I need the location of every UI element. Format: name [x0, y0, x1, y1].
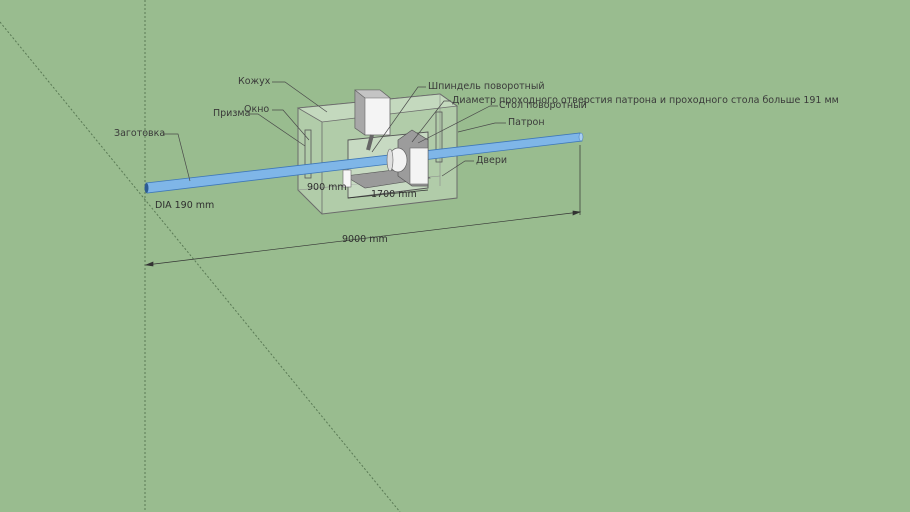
chuck[interactable]: [386, 129, 429, 187]
label-stol: Стол поворотный: [499, 100, 587, 111]
label-kozhukh: Кожух: [238, 76, 271, 87]
label-prizma: Призма: [213, 108, 251, 119]
label-okno: Окно: [244, 104, 270, 115]
leader-lines: [163, 81, 506, 182]
dimension-width-enclosure: 1700 mm: [371, 189, 417, 200]
dimension-height-enclosure: 900 mm: [307, 182, 347, 193]
dimension-dia: DIA 190 mm: [155, 200, 215, 211]
dimension-lines: [144, 145, 582, 267]
prism[interactable]: [342, 169, 352, 188]
workpiece-pipe[interactable]: [144, 132, 584, 194]
label-patron: Патрон: [508, 117, 545, 128]
label-zagotovka: Заготовка: [114, 128, 166, 139]
dimension-length-total: 9000 mm: [342, 234, 388, 245]
label-shpindel: Шпиндель поворотный: [428, 81, 545, 92]
spindle[interactable]: [354, 89, 391, 151]
label-dveri: Двери: [476, 155, 508, 166]
axis-guides-icon: [0, 0, 401, 512]
label-diametr: Диаметр проходного отверстия патрона и п…: [452, 95, 839, 106]
